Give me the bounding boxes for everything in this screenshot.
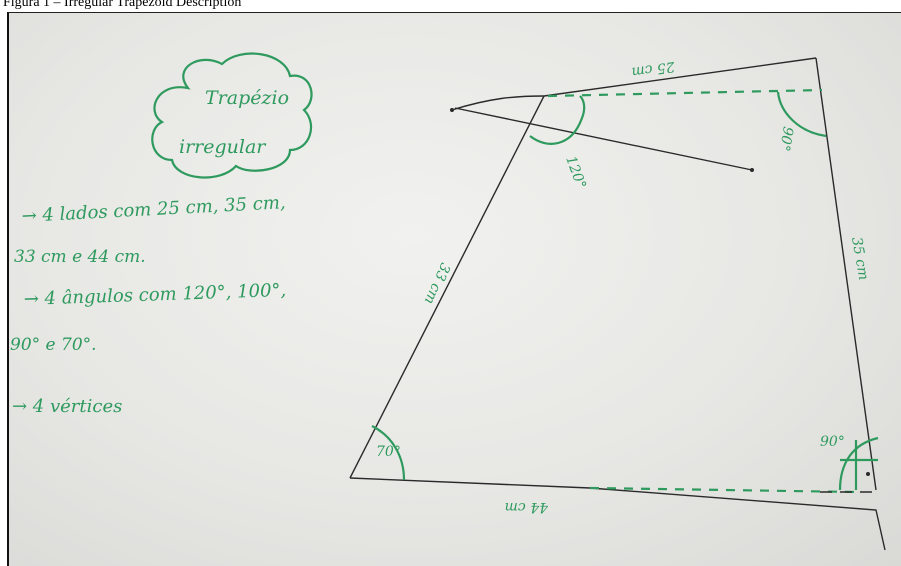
right-side-line: [815, 57, 877, 491]
note-line-3: → 4 ângulos com 120°, 100°,: [23, 280, 286, 310]
caption-strip: Figura 1 – Irregular Trapezoid Descripti…: [0, 0, 901, 12]
bottom-dashed-reference: [589, 486, 859, 494]
vertex-point-diag: [750, 168, 754, 172]
top-dashed-reference: [547, 88, 823, 98]
left-side-line: [349, 95, 545, 479]
right-angle-arc: [838, 436, 879, 491]
note-line-2: 33 cm e 44 cm.: [14, 247, 146, 267]
side-label-top: 25 cm: [630, 58, 676, 80]
note-line-5: → 4 vértices: [12, 396, 122, 417]
title-line1: Trapézio: [205, 87, 289, 109]
right-angle-dot: [866, 472, 870, 476]
angle-arc-top-left: [529, 95, 586, 145]
angle-label-bottom-right: 90°: [820, 434, 845, 450]
top-side-line: [543, 57, 817, 97]
right-angle-box: [840, 440, 878, 490]
caption-fragment: Figura 1 – Irregular Trapezoid Descripti…: [3, 0, 242, 10]
angle-label-bottom-left: 70°: [376, 444, 401, 460]
angle-arc-top-right: [776, 91, 827, 138]
side-label-right: 35 cm: [848, 236, 871, 282]
title-cloud-outline: [151, 52, 313, 179]
construction-line-upper: [451, 95, 545, 111]
construction-line-diagonal: [454, 107, 753, 171]
title-line2: irregular: [179, 136, 267, 158]
angle-arc-bottom-left: [371, 425, 406, 481]
note-line-4: 90° e 70°.: [10, 335, 97, 355]
note-line-1: → 4 lados com 25 cm, 35 cm,: [21, 192, 286, 227]
angle-label-top-right: 90°: [776, 125, 796, 152]
side-label-bottom: 44 cm: [505, 499, 549, 515]
vertex-point-left: [450, 108, 454, 112]
angle-label-top-left: 120°: [562, 154, 589, 191]
bottom-side-line: [349, 477, 886, 551]
